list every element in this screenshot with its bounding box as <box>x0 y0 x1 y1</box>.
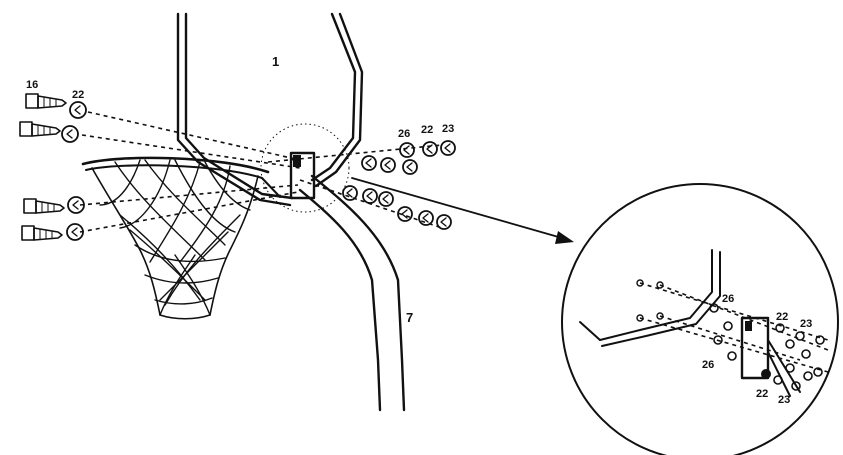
washer-icon <box>61 125 79 143</box>
label-detail-nut-top: 23 <box>800 318 812 330</box>
backboard <box>176 12 364 207</box>
label-detail-washer-bottom: 22 <box>756 388 768 400</box>
label-spacer: 26 <box>398 128 410 140</box>
label-detail-spacer-bottom: 26 <box>702 359 714 371</box>
label-detail-nut-bottom: 23 <box>778 394 790 406</box>
bolt-icon <box>19 121 61 137</box>
washer-icon <box>69 101 87 119</box>
pole <box>298 174 406 412</box>
label-backboard: 1 <box>272 54 279 69</box>
bolt-icon <box>23 198 65 214</box>
bolt-icon <box>25 93 67 109</box>
nut-icon <box>418 210 434 226</box>
label-washer-right: 22 <box>421 124 433 136</box>
washer-icon <box>422 141 438 157</box>
nut-icon <box>440 140 456 156</box>
nut-icon <box>436 214 452 230</box>
detail-arrow <box>351 177 574 244</box>
spacer-icon <box>380 157 396 173</box>
washer-icon <box>67 196 85 214</box>
washer-icon <box>378 191 394 207</box>
label-pole: 7 <box>406 310 413 325</box>
mounting-bracket <box>289 151 316 200</box>
spacer-icon <box>361 155 377 171</box>
detail-inset <box>561 183 839 455</box>
label-washer-left: 22 <box>72 89 84 101</box>
spacer-icon <box>399 142 415 158</box>
label-bolt: 16 <box>26 79 38 91</box>
basketball-net <box>81 156 281 320</box>
label-detail-washer-top: 22 <box>776 311 788 323</box>
spacer-icon <box>342 185 358 201</box>
detail-marker-circle <box>260 123 350 213</box>
washer-icon <box>397 206 413 222</box>
spacer-icon <box>362 188 378 204</box>
label-nut: 23 <box>442 123 454 135</box>
label-detail-spacer-top: 26 <box>722 293 734 305</box>
washer-icon <box>66 223 84 241</box>
washer-icon <box>402 159 418 175</box>
bolt-icon <box>21 225 63 241</box>
